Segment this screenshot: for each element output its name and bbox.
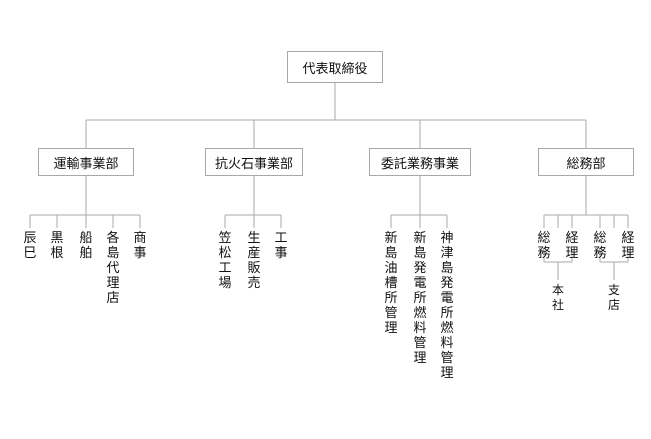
division-label: 運輸事業部 xyxy=(53,156,119,172)
unit-label: 工事 xyxy=(274,231,288,261)
unit-label: 船舶 xyxy=(79,231,93,261)
location-label-head-office: 本社 xyxy=(551,283,564,312)
division-label: 委託業務事業 xyxy=(380,156,459,172)
top-box-ceo: 代表取締役 xyxy=(287,51,383,83)
unit-label: 総務 xyxy=(593,231,607,261)
unit-label: 総務 xyxy=(537,231,551,261)
unit-label: 新島発電所燃料管理 xyxy=(413,231,427,366)
division-box-stone: 抗火石事業部 xyxy=(205,148,303,176)
unit-label: 経理 xyxy=(565,231,579,261)
unit-label: 経理 xyxy=(621,231,635,261)
unit-label: 新島油槽所管理 xyxy=(384,231,398,336)
unit-label: 商事 xyxy=(133,231,147,261)
unit-label: 辰巳 xyxy=(23,231,37,261)
division-box-contract: 委託業務事業 xyxy=(369,148,471,176)
unit-label: 黒根 xyxy=(50,231,64,261)
unit-label: 生産販売 xyxy=(247,231,261,291)
unit-label: 神津島発電所燃料管理 xyxy=(440,231,454,381)
division-box-transport: 運輸事業部 xyxy=(38,148,134,176)
unit-label: 笠松工場 xyxy=(218,231,232,291)
unit-label: 各島代理店 xyxy=(106,231,120,306)
top-box-label: 代表取締役 xyxy=(302,61,368,77)
division-label: 抗火石事業部 xyxy=(214,156,293,172)
division-box-general-affairs: 総務部 xyxy=(538,148,634,176)
location-label-branch: 支店 xyxy=(607,283,620,312)
division-label: 総務部 xyxy=(566,156,606,172)
